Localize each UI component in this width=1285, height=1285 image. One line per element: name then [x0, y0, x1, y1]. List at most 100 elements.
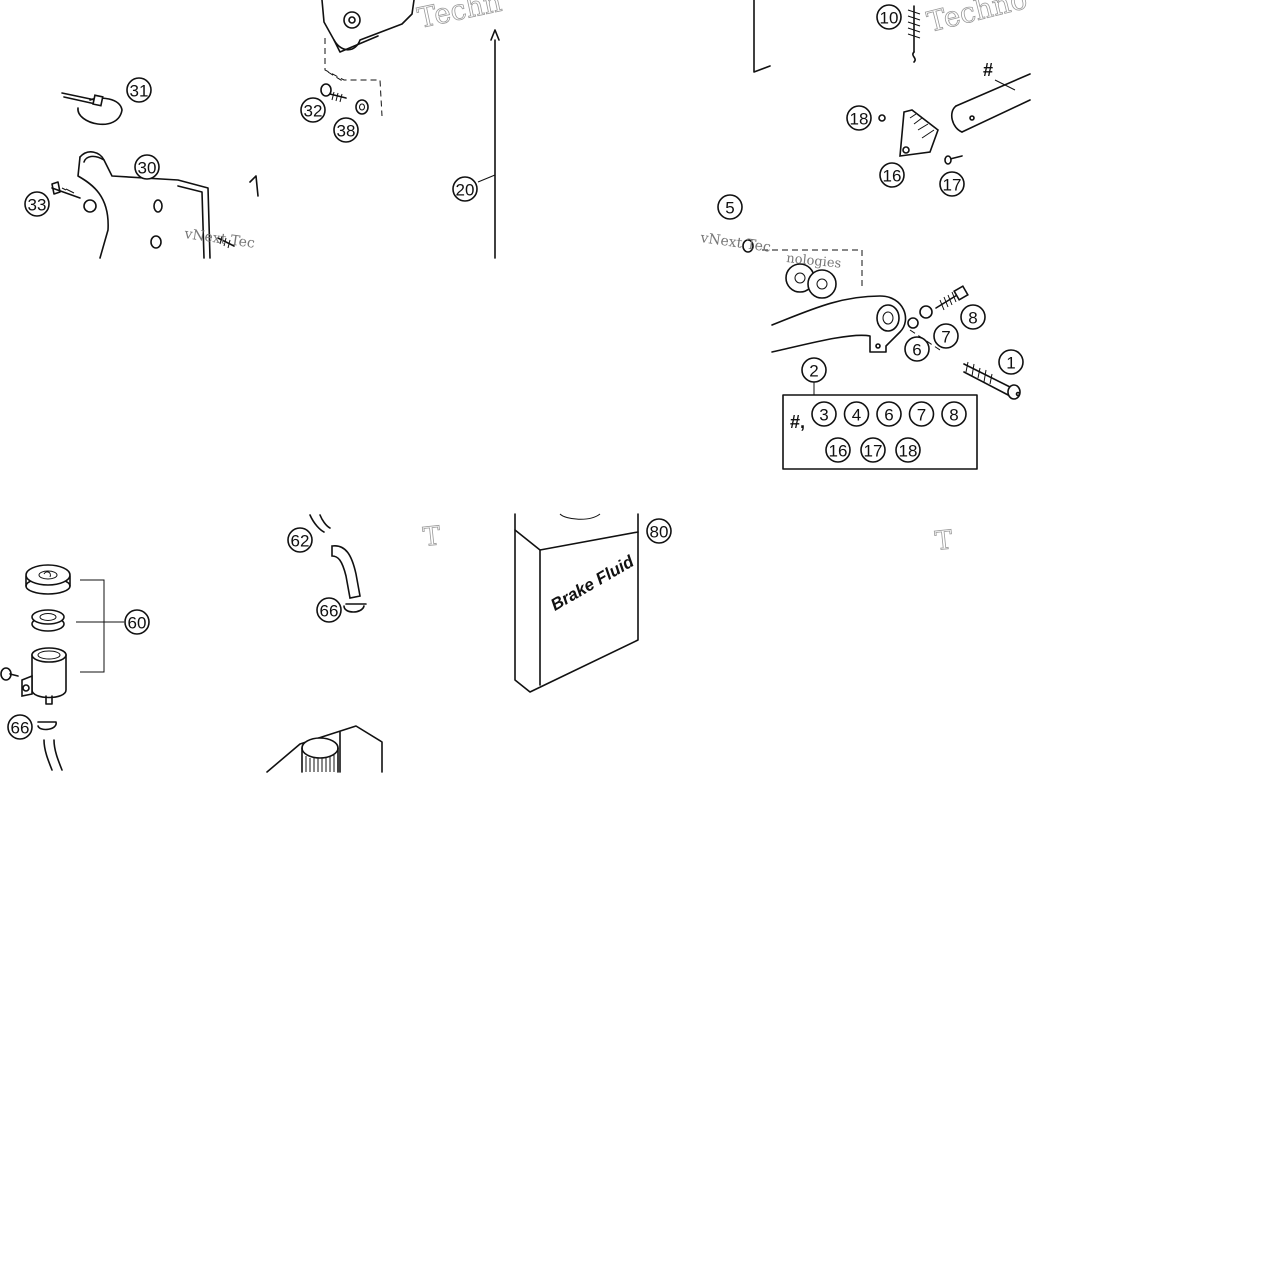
- kit-callout-8[interactable]: 8: [941, 401, 967, 427]
- panel-bracket: [320, 0, 500, 259]
- callout-5[interactable]: 5: [717, 194, 743, 220]
- callout-17-circle: [939, 171, 965, 197]
- reservoir-cap: [25, 564, 71, 595]
- kit-callout-3[interactable]: 3: [811, 401, 837, 427]
- callout-62-circle: [287, 527, 313, 553]
- callout-66-circle: [316, 597, 342, 623]
- callout-33[interactable]: 33: [24, 191, 50, 217]
- callout-66[interactable]: 66: [316, 597, 342, 623]
- callout-66-label: 66: [320, 602, 339, 621]
- callout-2[interactable]: 2: [801, 357, 827, 383]
- callout-66-label: 66: [11, 719, 30, 738]
- cover-plate: [51, 151, 259, 259]
- watermark-techno-a: Techn: [415, 0, 505, 35]
- callout-18-label: 18: [850, 110, 869, 129]
- callout-30[interactable]: 30: [134, 154, 160, 180]
- kit-callout-16-label: 16: [829, 442, 848, 461]
- callout-60-circle: [124, 609, 150, 635]
- callout-7[interactable]: 7: [933, 323, 959, 349]
- reservoir-body: [0, 647, 67, 705]
- callout-80-label: 80: [650, 523, 669, 542]
- footpeg-16: [899, 109, 939, 157]
- kit-callout-7-circle: [908, 401, 935, 427]
- reservoir-seal: [31, 609, 65, 632]
- callout-1[interactable]: 1: [998, 349, 1024, 375]
- callout-32-circle: [300, 97, 326, 123]
- panel-cover: [51, 92, 259, 259]
- watermark-t-a: T: [422, 521, 443, 553]
- callout-32[interactable]: 32: [300, 97, 326, 123]
- callout-1-label: 1: [1006, 354, 1015, 373]
- watermarks: Techn Techno vNext Tec vNext Tec nologie…: [182, 0, 1030, 557]
- callout-16-circle: [879, 162, 905, 188]
- callout-7-circle: [933, 323, 959, 349]
- callout-32-label: 32: [304, 102, 323, 121]
- callout-31-circle: [126, 77, 152, 103]
- nut-38: [355, 99, 369, 115]
- watermark-nologies: nologies: [786, 251, 842, 272]
- callout-38-circle: [333, 117, 359, 143]
- kit-callout-6-circle: [876, 401, 902, 427]
- callout-6[interactable]: 6: [904, 336, 930, 362]
- panel-hose: [266, 514, 383, 773]
- callout-16-label: 16: [883, 167, 902, 186]
- callout-16[interactable]: 16: [879, 162, 905, 188]
- callout-66[interactable]: 66: [7, 714, 33, 740]
- callout-8-circle: [960, 304, 986, 330]
- kit-callout-4-label: 4: [852, 406, 861, 425]
- kit-callout-8-circle: [941, 401, 967, 427]
- kit-callout-3-circle: [811, 401, 837, 427]
- callout-30-circle: [134, 154, 160, 180]
- kit-callout-17-label: 17: [864, 442, 883, 461]
- brake-pedal-lever: [771, 295, 907, 353]
- callout-31-label: 31: [130, 82, 149, 101]
- kit-callout-8-label: 8: [949, 406, 958, 425]
- kit-callout-6[interactable]: 6: [876, 401, 902, 427]
- callout-80-circle: [646, 518, 672, 544]
- kit-callout-17[interactable]: 17: [860, 437, 886, 463]
- callout-80[interactable]: 80: [646, 518, 672, 544]
- callout-8-label: 8: [968, 309, 977, 328]
- callout-18[interactable]: 18: [846, 105, 872, 131]
- callout-10[interactable]: 10: [876, 4, 902, 30]
- callout-2-label: 2: [809, 362, 818, 381]
- callout-1-circle: [998, 349, 1024, 375]
- callout-2-circle: [801, 357, 827, 383]
- callout-60[interactable]: 60: [124, 609, 150, 635]
- callout-7-label: 7: [941, 328, 950, 347]
- kit-callout-18[interactable]: 18: [895, 437, 921, 463]
- callout-33-circle: [24, 191, 50, 217]
- callout-20[interactable]: 20: [452, 176, 478, 202]
- callout-5-circle: [717, 194, 743, 220]
- bolt-32: [320, 83, 347, 103]
- callout-62[interactable]: 62: [287, 527, 313, 553]
- callout-62-label: 62: [291, 532, 310, 551]
- kit-box: [782, 394, 978, 470]
- kit-callout-7[interactable]: 7: [908, 401, 935, 427]
- kit-callout-16-circle: [825, 437, 851, 463]
- kit-callout-16[interactable]: 16: [825, 437, 851, 463]
- panel-pedal: [742, 0, 1031, 470]
- callout-6-circle: [904, 336, 930, 362]
- watermark-vnext-b: vNext Tec: [698, 230, 771, 256]
- hash-marker: #: [983, 60, 993, 80]
- callout-10-circle: [876, 4, 902, 30]
- callout-20-circle: [452, 176, 478, 202]
- watermark-vnext-a: vNext Tec: [182, 226, 255, 252]
- kit-row-2: 16 17 18: [825, 437, 921, 463]
- watermark-t-b: T: [934, 525, 955, 557]
- callout-20-label: 20: [456, 181, 475, 200]
- callout-38-label: 38: [337, 122, 356, 141]
- callout-38[interactable]: 38: [333, 117, 359, 143]
- callout-18-circle: [846, 105, 872, 131]
- panel-brake-fluid: Brake Fluid: [514, 513, 639, 693]
- callout-17[interactable]: 17: [939, 171, 965, 197]
- callout-31[interactable]: 31: [126, 77, 152, 103]
- callout-17-label: 17: [943, 176, 962, 195]
- kit-callout-4[interactable]: 4: [843, 401, 870, 427]
- callout-8[interactable]: 8: [960, 304, 986, 330]
- callout-5-label: 5: [725, 199, 734, 218]
